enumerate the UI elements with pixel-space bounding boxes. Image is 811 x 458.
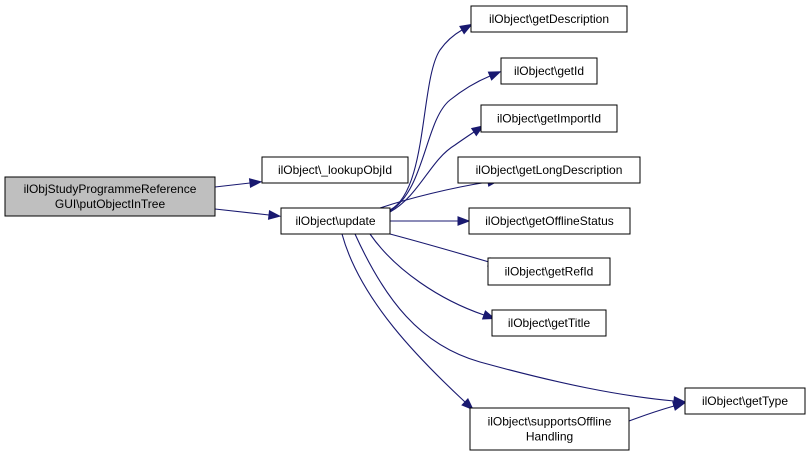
edge-update-to-getId [389,71,502,212]
node-getId[interactable]: ilObject\getId [500,57,598,85]
node-lookup[interactable]: ilObject\_lookupObjId [261,156,409,184]
node-label: ilObject\getTitle [508,316,591,330]
edge-line [628,405,675,422]
node-label: ilObject\getOfflineStatus [485,214,614,228]
node-box[interactable] [684,387,806,415]
node-label: Handling [526,430,573,444]
node-getRefId[interactable]: ilObject\getRefId [487,257,611,286]
arrowhead-icon [461,398,475,411]
edge-line [389,29,463,211]
node-root[interactable]: ilObjStudyProgrammeReferenceGUI\putObjec… [4,176,216,217]
edge-line [389,233,490,263]
edge-line [389,131,475,213]
arrowhead-icon [481,310,496,320]
arrowhead-icon [267,210,282,220]
edge-line [354,233,675,402]
node-box[interactable] [470,5,628,33]
arrowhead-icon [248,178,263,188]
edge-line [369,233,485,316]
edge-line [214,208,270,216]
node-label: ilObject\_lookupObjId [278,163,392,177]
node-label: ilObject\getLongDescription [476,163,623,177]
edge-supportsOffline-to-getType [628,401,686,422]
edge-line [389,75,491,212]
node-box[interactable] [457,156,641,184]
node-label: ilObject\supportsOffline [488,415,612,429]
node-box[interactable] [280,207,391,235]
node-getType[interactable]: ilObject\getType [684,387,806,415]
arrowhead-icon [672,401,686,411]
node-label: ilObject\getType [702,394,788,408]
edge-root-to-update [214,208,282,220]
nodes-layer: ilObjStudyProgrammeReferenceGUI\putObjec… [4,5,806,451]
arrowhead-icon [470,125,485,137]
node-box[interactable] [4,176,216,217]
node-getLongDescription[interactable]: ilObject\getLongDescription [457,156,641,184]
edge-root-to-lookup [214,178,263,188]
arrowhead-icon [487,71,502,81]
node-getOfflineStatus[interactable]: ilObject\getOfflineStatus [468,207,631,235]
edge-update-to-getTitle [369,233,496,320]
node-label: GUI\putObjectInTree [55,197,166,211]
node-label: ilObject\getImportId [497,112,601,126]
edge-update-to-getOfflineStatus [390,216,471,226]
node-box[interactable] [468,207,631,235]
node-box[interactable] [491,309,607,337]
node-update[interactable]: ilObject\update [280,207,391,235]
node-label: ilObjStudyProgrammeReference [24,182,197,196]
edge-update-to-supportsOffline [341,233,475,411]
edge-line [379,181,489,209]
node-getDescription[interactable]: ilObject\getDescription [470,5,628,33]
node-getTitle[interactable]: ilObject\getTitle [491,309,607,337]
node-label: ilObject\update [295,214,375,228]
node-getImportId[interactable]: ilObject\getImportId [480,104,618,133]
edge-update-to-getImportId [389,125,485,213]
node-box[interactable] [480,104,618,133]
edge-line [214,182,251,188]
edge-update-to-getDescription [389,23,473,211]
edge-line [341,233,466,403]
node-label: ilObject\getId [514,64,584,78]
arrowhead-icon [457,216,471,226]
node-box[interactable] [487,257,611,286]
edges-layer [214,23,687,422]
edge-update-to-getRefId [389,233,501,267]
node-label: ilObject\getDescription [489,12,609,26]
node-box[interactable] [500,57,598,85]
arrowhead-icon [459,23,473,35]
node-box[interactable] [469,407,630,451]
node-box[interactable] [261,156,409,184]
node-label: ilObject\getRefId [505,265,594,279]
